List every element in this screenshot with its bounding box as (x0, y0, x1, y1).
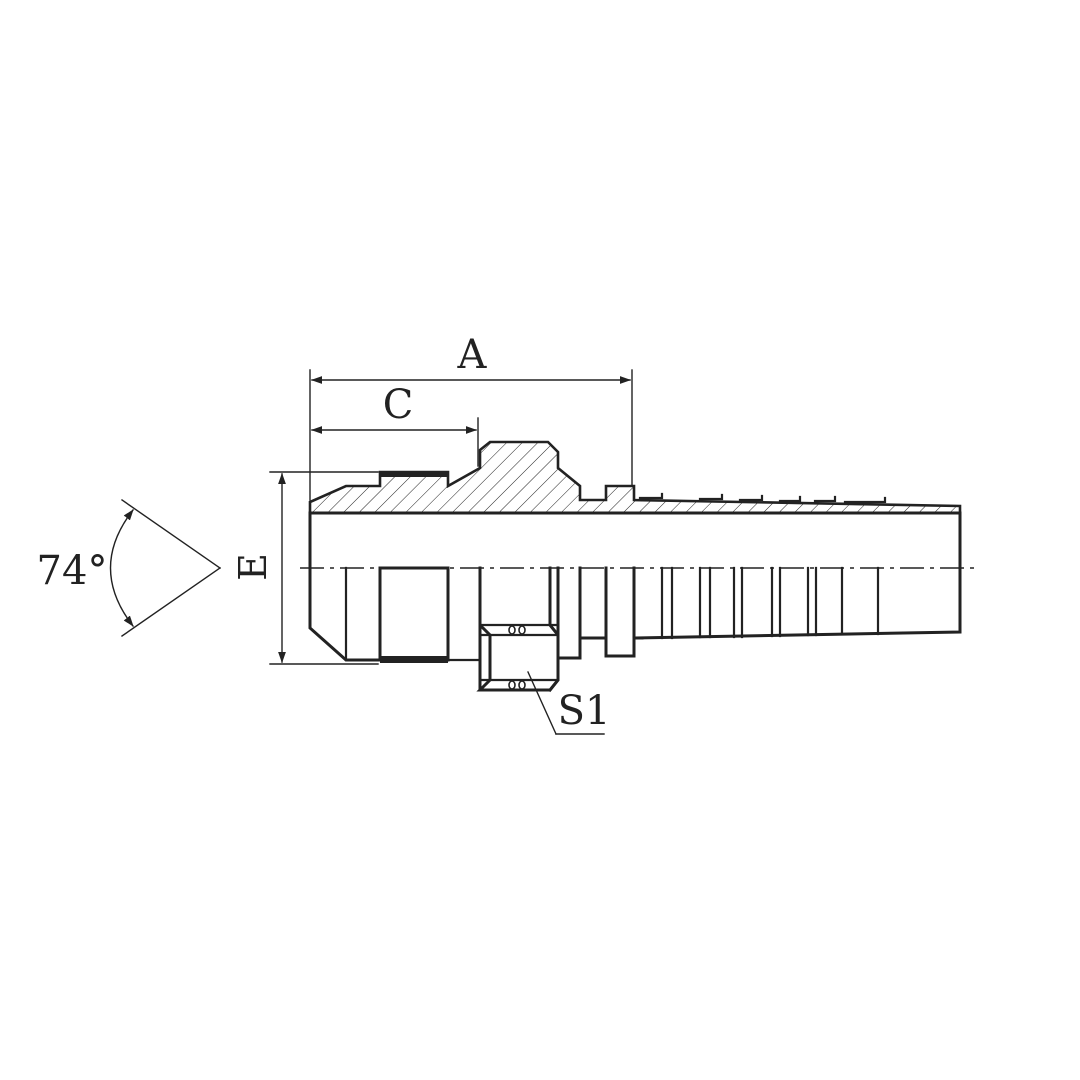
dimension-a: A (309, 332, 633, 501)
seat-angle: 74° (37, 499, 221, 637)
hose-tail-outline (632, 511, 962, 640)
dimension-c: C (310, 382, 479, 467)
thread-band-top (380, 471, 448, 477)
fitting-section-view (308, 440, 962, 515)
hex-mark-3 (508, 680, 516, 690)
hex-size-label: S1 (558, 688, 611, 734)
serrations-outline (660, 566, 880, 640)
thread-band-bottom (380, 656, 448, 663)
seat-angle-label: 74° (37, 548, 108, 594)
neck-outline (556, 566, 582, 660)
dimension-a-label: A (457, 332, 488, 378)
collar-outline (578, 566, 644, 658)
serrations-section (638, 492, 887, 504)
nose-outline (308, 511, 382, 662)
fitting-outline-view (308, 511, 962, 693)
hex-mark-2 (518, 625, 526, 635)
thread-outline (378, 566, 450, 662)
dimension-e: E (231, 471, 379, 665)
hex-mark-1 (508, 625, 516, 635)
dimension-c-label: C (383, 382, 414, 428)
hatched-section (308, 440, 962, 515)
hex-callout: S1 (527, 671, 611, 735)
hex-mark-4 (518, 680, 526, 690)
dimension-e-label: E (231, 553, 275, 581)
